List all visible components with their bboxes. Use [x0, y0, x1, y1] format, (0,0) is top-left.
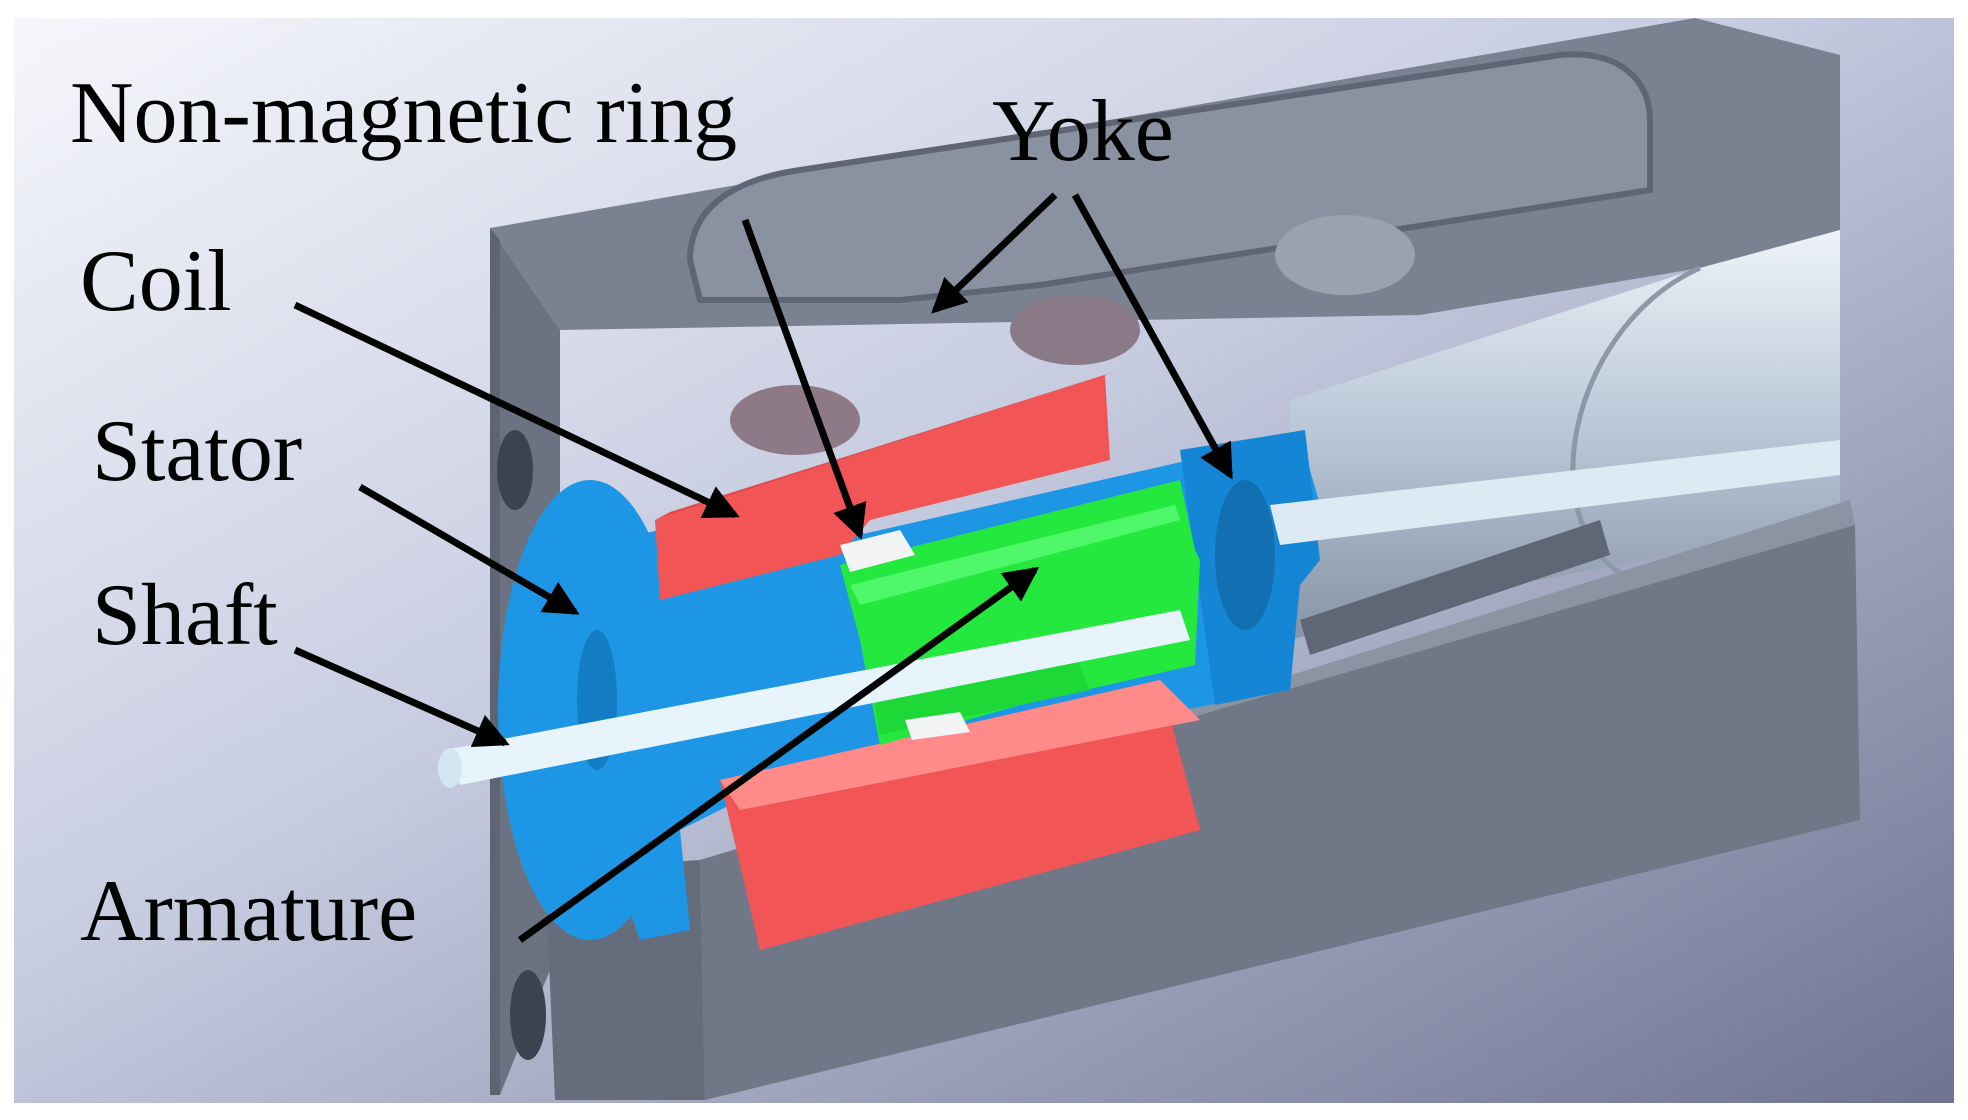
- arrow-shaft: [293, 646, 510, 747]
- shaft-extension: [1270, 440, 1840, 545]
- shaft: [438, 440, 1840, 788]
- arrow-coil: [293, 301, 740, 519]
- shaft-body: [445, 610, 1190, 785]
- shaft-tip: [438, 748, 462, 788]
- label-stator: Stator: [92, 403, 303, 500]
- yoke-left-side: [490, 228, 500, 1095]
- yoke-hole-2: [1010, 295, 1140, 365]
- yoke-top-pocket: [686, 51, 1653, 303]
- label-armature: Armature: [80, 863, 418, 960]
- yoke-front-hole-bottom: [510, 970, 546, 1060]
- coil-upper: [655, 375, 1110, 600]
- yoke-front-hole-top: [497, 430, 533, 510]
- arrow-yoke-left: [931, 192, 1058, 314]
- arrow-armature: [517, 566, 1040, 943]
- yoke-hole-1: [730, 385, 860, 455]
- armature-upper-band: [850, 505, 1180, 605]
- arrow-non-magnetic-ring: [741, 218, 867, 540]
- non-magnetic-ring-bottom: [905, 712, 970, 740]
- coil-lower: [720, 680, 1200, 950]
- yoke-channel: [1300, 520, 1610, 655]
- non-magnetic-ring-top: [840, 530, 915, 572]
- yoke-bore-arc: [1570, 265, 1702, 593]
- arrow-yoke-right: [1071, 193, 1234, 480]
- label-coil: Coil: [80, 233, 232, 330]
- yoke-bore: [1290, 230, 1840, 640]
- stator-end-ring: [1215, 480, 1275, 630]
- label-shaft: Shaft: [92, 567, 278, 664]
- annotation-arrows: [293, 192, 1234, 943]
- coil: [655, 370, 1200, 950]
- yoke-lower-front: [700, 525, 1860, 1100]
- label-yoke: Yoke: [992, 83, 1174, 180]
- coil-lower-top: [720, 680, 1200, 810]
- coil-upper-top: [655, 370, 1120, 520]
- label-non-magnetic-ring: Non-magnetic ring: [70, 65, 738, 162]
- yoke-hole-3: [1275, 215, 1415, 295]
- arrow-stator: [358, 483, 580, 616]
